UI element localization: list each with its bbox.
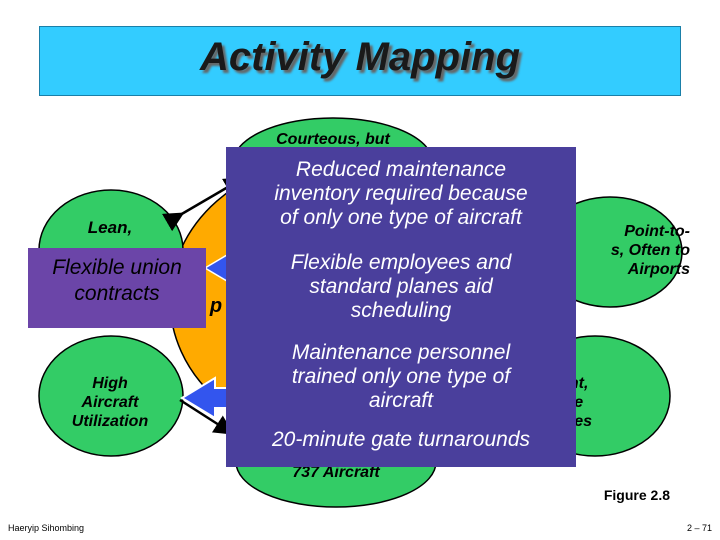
oval-bottom-left <box>38 335 184 457</box>
title-banner: Activity Mapping <box>39 26 681 96</box>
footer-page-number: 2 – 71 <box>686 523 712 533</box>
oval-bottom-label: 737 Aircraft <box>292 464 380 481</box>
connector-bottom-left <box>179 398 235 435</box>
overlay-reduced-maintenance: Reduced maintenance inventory required b… <box>274 158 528 229</box>
oval-left-label: Lean, <box>87 218 133 237</box>
page-title: Activity Mapping <box>199 35 521 79</box>
linkage-overlay: Reduced maintenance inventory required b… <box>226 147 576 467</box>
oval-bottom-left-label: High Aircraft Utilization <box>71 375 149 430</box>
oval-right-label: Point-to- s, Often to Airports <box>610 223 690 278</box>
union-contracts-box: Flexible union contracts <box>28 248 206 328</box>
center-fragment: p <box>209 295 223 317</box>
oval-top-label: Courteous, but <box>276 131 390 148</box>
figure-label: Figure 2.8 <box>603 487 670 503</box>
overlay-maintenance-personnel: Maintenance personnel trained only one t… <box>291 341 511 412</box>
overlay-flexible-employees: Flexible employees and standard planes a… <box>290 251 512 322</box>
union-contracts-label: Flexible union contracts <box>52 256 182 305</box>
overlay-gate-turnarounds: 20-minute gate turnarounds <box>272 428 530 451</box>
footer-author: Haeryip Sihombing <box>8 523 85 533</box>
